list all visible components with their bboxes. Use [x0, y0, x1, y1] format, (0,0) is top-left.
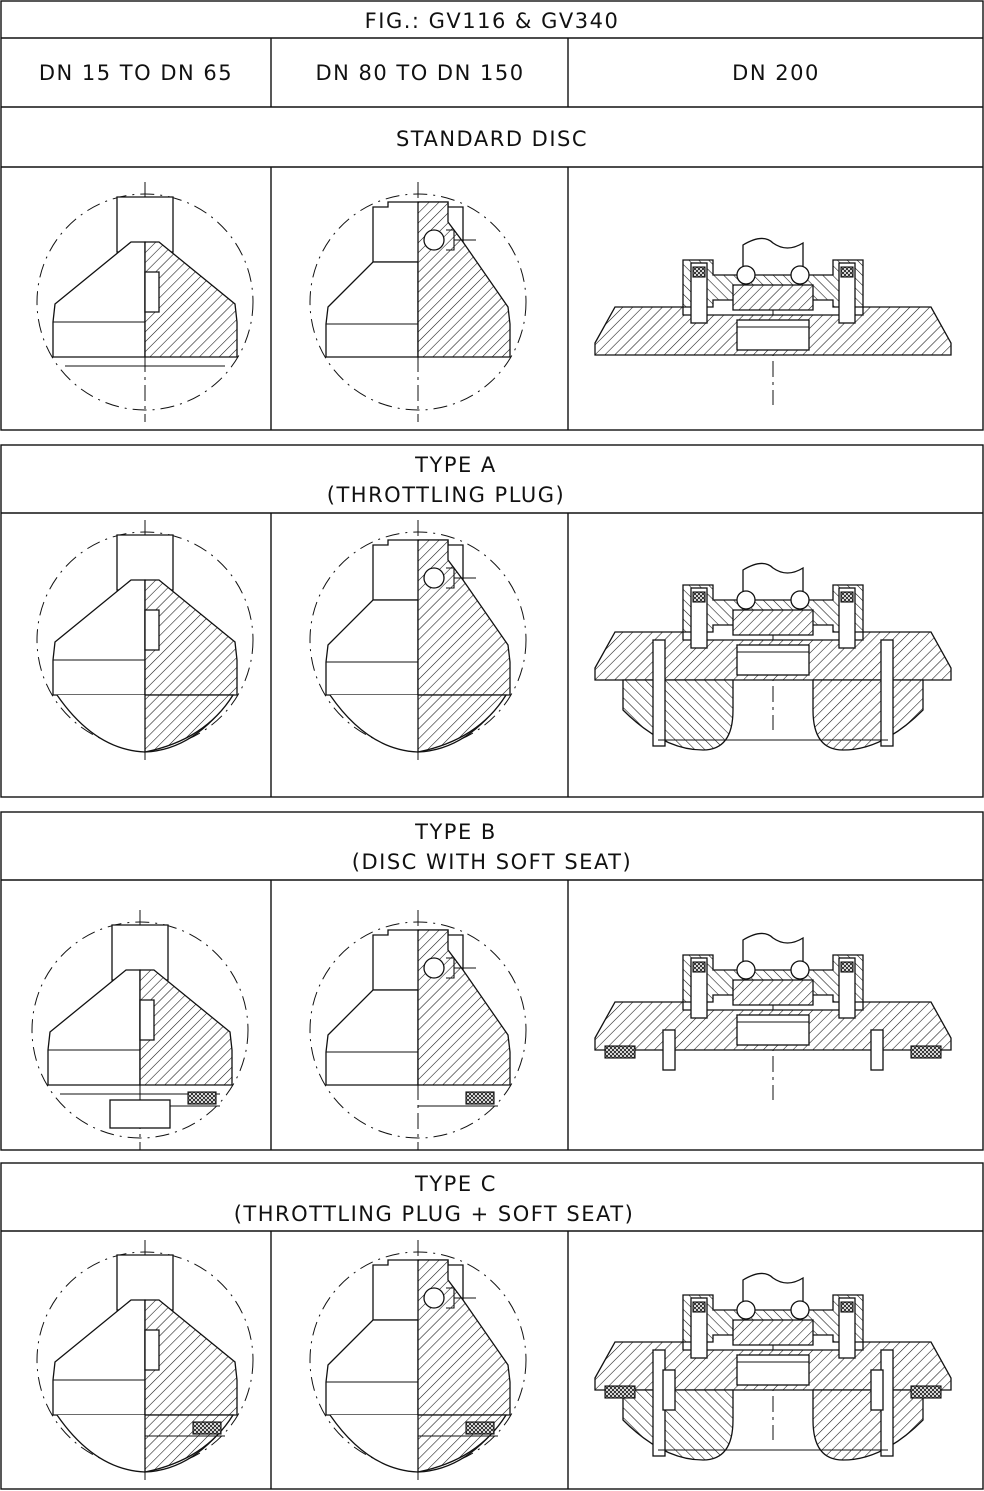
section-title-type-c: TYPE C: [414, 1172, 497, 1196]
column-header-dn15-65: DN 15 TO DN 65: [39, 61, 233, 85]
standard-disc-drawings: [36, 181, 952, 423]
column-header-dn80-150: DN 80 TO DN 150: [315, 61, 524, 85]
section-type-b: TYPE B (DISC WITH SOFT SEAT): [0, 811, 984, 1151]
section-type-a: TYPE A (THROTTLING PLUG): [0, 444, 984, 798]
title-block: FIG.: GV116 & GV340 DN 15 TO DN 65 DN 80…: [0, 0, 984, 431]
drawing-standard-large: [594, 237, 952, 406]
section-title-type-a: TYPE A: [414, 453, 497, 477]
section-title-standard: STANDARD DISC: [396, 127, 588, 151]
section-subtitle-type-c: (THROTTLING PLUG + SOFT SEAT): [234, 1202, 635, 1226]
drawing-type-b-medium: [309, 909, 527, 1151]
column-header-dn200: DN 200: [732, 61, 820, 85]
section-title-type-b: TYPE B: [414, 820, 497, 844]
section-type-c: TYPE C (THROTTLING PLUG + SOFT SEAT): [0, 1162, 984, 1490]
drawing-type-b-large: [594, 932, 952, 1101]
section-subtitle-type-b: (DISC WITH SOFT SEAT): [352, 850, 632, 874]
section-subtitle-type-a: (THROTTLING PLUG): [327, 483, 565, 507]
drawing-standard-medium: [309, 181, 527, 423]
figure-title: FIG.: GV116 & GV340: [365, 9, 620, 33]
drawing-standard-small: [36, 181, 254, 423]
